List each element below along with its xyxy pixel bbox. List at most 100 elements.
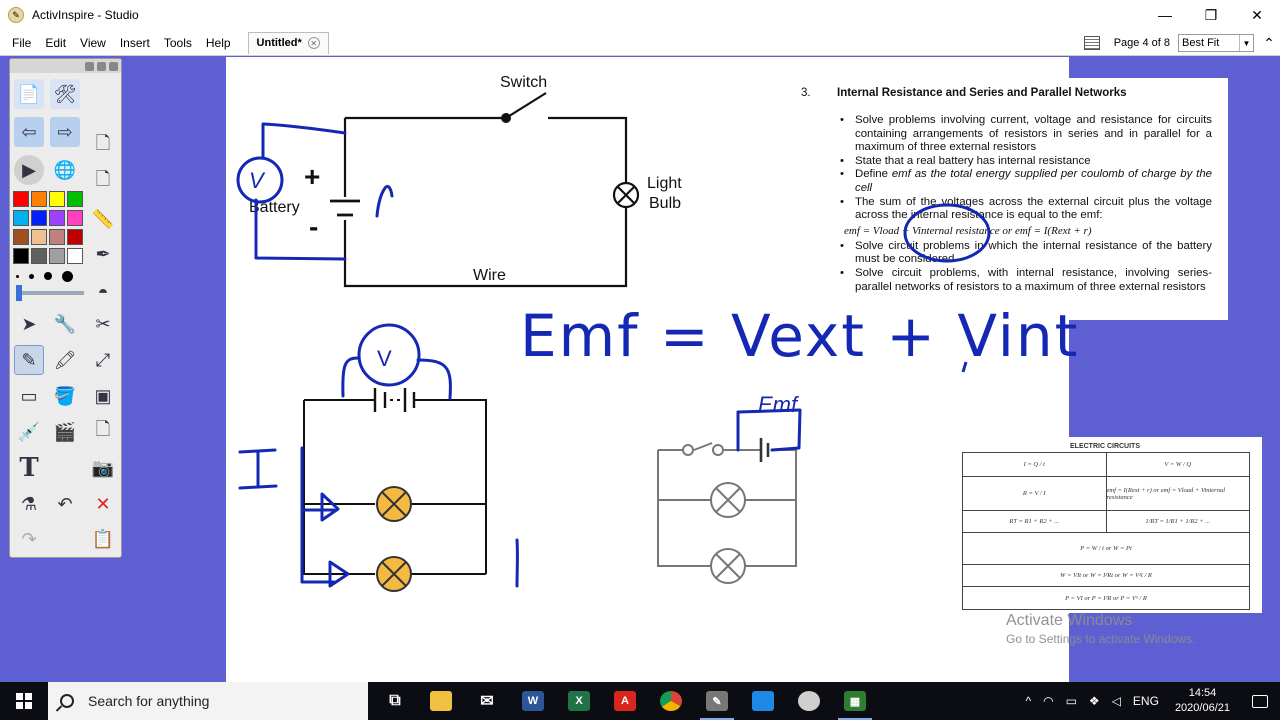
ruler-icon[interactable]: 📏 (91, 208, 115, 229)
handwriting-voltmeter-1 (236, 122, 394, 261)
page-browser-icon[interactable] (1083, 36, 1100, 50)
slider-thumb[interactable] (16, 285, 22, 301)
file-explorer-icon[interactable] (418, 682, 464, 720)
flipchart-icon[interactable]: 📄 (14, 79, 44, 109)
clock[interactable]: 14:54 2020/06/21 (1165, 686, 1240, 716)
circuit-diagram-3 (657, 438, 797, 584)
next-page-icon[interactable]: ⇨ (50, 117, 80, 147)
text-icon[interactable]: T (19, 453, 39, 483)
formula-circle-annotation (903, 203, 991, 263)
clear-icon[interactable]: 🗋 (95, 419, 111, 439)
plus-sign: + (304, 161, 320, 192)
circuit-diagram-1 (330, 92, 640, 288)
previous-page-icon[interactable]: ⇦ (14, 117, 44, 147)
color-swatch-orange[interactable] (31, 191, 47, 207)
magic-ink-icon[interactable]: ✒ (95, 243, 111, 264)
main-toolbox[interactable]: 📄 🛠 ⇦ ⇨ 🗋 ▶ 🌐 🗋 📏 ✒ ◓ ➤ 🔧 ✂ ✎ 🖍 ⤢ ▭ 🪣 ▣ … (9, 58, 122, 558)
photos-icon[interactable] (740, 682, 786, 720)
zoom-select[interactable]: Best Fit ▼ (1178, 34, 1254, 52)
formula-sheet-title: ELECTRIC CIRCUITS (1070, 443, 1140, 450)
paint-icon[interactable] (786, 682, 832, 720)
equation-comma (961, 361, 968, 373)
notification-icon[interactable] (1240, 694, 1280, 708)
list-item: Solve circuit problems in which the inte… (840, 240, 1212, 267)
redo-icon[interactable]: ↷ (21, 528, 37, 549)
pen-width-slider[interactable] (16, 285, 84, 301)
taskbar-search[interactable]: Search for anything (48, 682, 368, 720)
color-swatch-black[interactable] (13, 248, 29, 264)
color-swatch-pink[interactable] (67, 210, 83, 226)
excel-icon[interactable]: X (556, 682, 602, 720)
undo-icon[interactable]: ↶ (57, 493, 73, 514)
clock-time: 14:54 (1188, 687, 1217, 699)
copy-icon[interactable]: 🗋 (95, 169, 111, 189)
scissors-icon[interactable]: ✂ (95, 313, 111, 334)
menu-insert[interactable]: Insert (119, 35, 150, 50)
table-cell: P = VI or P = I²R or P = V² / R (1065, 594, 1147, 602)
language-indicator[interactable]: ENG (1132, 694, 1159, 708)
document-tab[interactable]: Untitled* ✕ (247, 31, 329, 54)
start-button[interactable] (0, 682, 48, 720)
color-swatch-yellow[interactable] (49, 191, 65, 207)
shape-icon[interactable]: ▣ (94, 385, 112, 406)
eraser-icon[interactable]: ▭ (20, 385, 38, 406)
dropbox-icon[interactable]: ❖ (1088, 694, 1100, 708)
desktop-icon[interactable]: 🌐 (53, 159, 77, 180)
eyedropper-icon[interactable]: 💉 (17, 421, 41, 442)
menu-help[interactable]: Help (205, 35, 231, 50)
color-swatch-green[interactable] (67, 191, 83, 207)
mail-icon[interactable]: ✉ (480, 693, 494, 710)
magic-ink-bottle-icon[interactable]: ⚗ (20, 493, 38, 514)
wifi-icon[interactable]: ◠ (1043, 694, 1054, 708)
fill-icon[interactable]: 🪣 (53, 385, 77, 406)
color-swatch-rose[interactable] (49, 229, 65, 245)
color-swatch-brown[interactable] (13, 229, 29, 245)
close-button[interactable]: ✕ (1251, 6, 1263, 23)
menu-file[interactable]: File (12, 35, 32, 50)
battery-icon[interactable]: ▭ (1065, 694, 1077, 708)
chrome-icon[interactable] (648, 682, 694, 720)
watermark-subtitle: Go to Settings to activate Windows. (1006, 632, 1196, 646)
delete-icon[interactable]: ✕ (95, 493, 111, 514)
table-row: P = VI or P = I²R or P = V² / R (963, 587, 1249, 609)
menu-edit[interactable]: Edit (45, 35, 67, 50)
activate-windows-watermark: Activate Windows Go to Settings to activ… (1006, 612, 1195, 646)
pen-icon[interactable]: ✎ (14, 345, 44, 375)
color-swatch-cyan[interactable] (13, 210, 29, 226)
color-swatch-grey[interactable] (49, 248, 65, 264)
color-swatch-darkred[interactable] (67, 229, 83, 245)
color-swatch-blue[interactable] (31, 210, 47, 226)
task-view-icon[interactable]: ⧉ (389, 692, 401, 709)
volume-icon[interactable]: ◁ (1111, 694, 1121, 708)
color-swatch-tan[interactable] (31, 229, 47, 245)
color-swatch-white[interactable] (67, 248, 83, 264)
studio-icon[interactable]: ▦ (832, 682, 878, 720)
play-icon[interactable]: ▶ (14, 155, 44, 185)
switch-label: Switch (500, 74, 547, 91)
minimize-button[interactable]: — (1158, 7, 1172, 23)
menu-tools[interactable]: Tools (163, 35, 192, 50)
activinspire-icon[interactable]: ✎ (694, 682, 740, 720)
tools-icon[interactable]: 🔧 (53, 313, 77, 334)
page-icon[interactable]: 🗋 (95, 133, 111, 153)
color-swatch-red[interactable] (13, 191, 29, 207)
highlighter-icon[interactable]: 🖍 (53, 349, 77, 370)
menu-view[interactable]: View (80, 35, 106, 50)
word-icon[interactable]: W (510, 682, 556, 720)
color-swatch-purple[interactable] (49, 210, 65, 226)
report-icon[interactable]: 📋 (91, 528, 115, 549)
page-resize-icon[interactable]: ⤢ (95, 349, 111, 370)
color-swatch-darkgrey[interactable] (31, 248, 47, 264)
close-tab-icon[interactable]: ✕ (307, 37, 320, 49)
tray-chevron-icon[interactable]: ^ (1025, 694, 1032, 708)
collapse-icon[interactable]: ⌃ (1263, 34, 1275, 51)
formula-sheet: ELECTRIC CIRCUITS I = Q / t V = W / Q R … (958, 437, 1262, 613)
camera-icon[interactable]: 📷 (91, 457, 115, 478)
acrobat-icon[interactable]: A (602, 682, 648, 720)
maximize-button[interactable]: ❐ (1204, 6, 1218, 23)
select-icon[interactable]: ➤ (21, 313, 37, 334)
protractor-icon[interactable]: ◓ (97, 281, 109, 302)
browser-icon[interactable]: 🛠 (50, 79, 80, 109)
pen-width-dots[interactable] (16, 270, 86, 282)
clipart-icon[interactable]: 🎬 (53, 421, 77, 442)
